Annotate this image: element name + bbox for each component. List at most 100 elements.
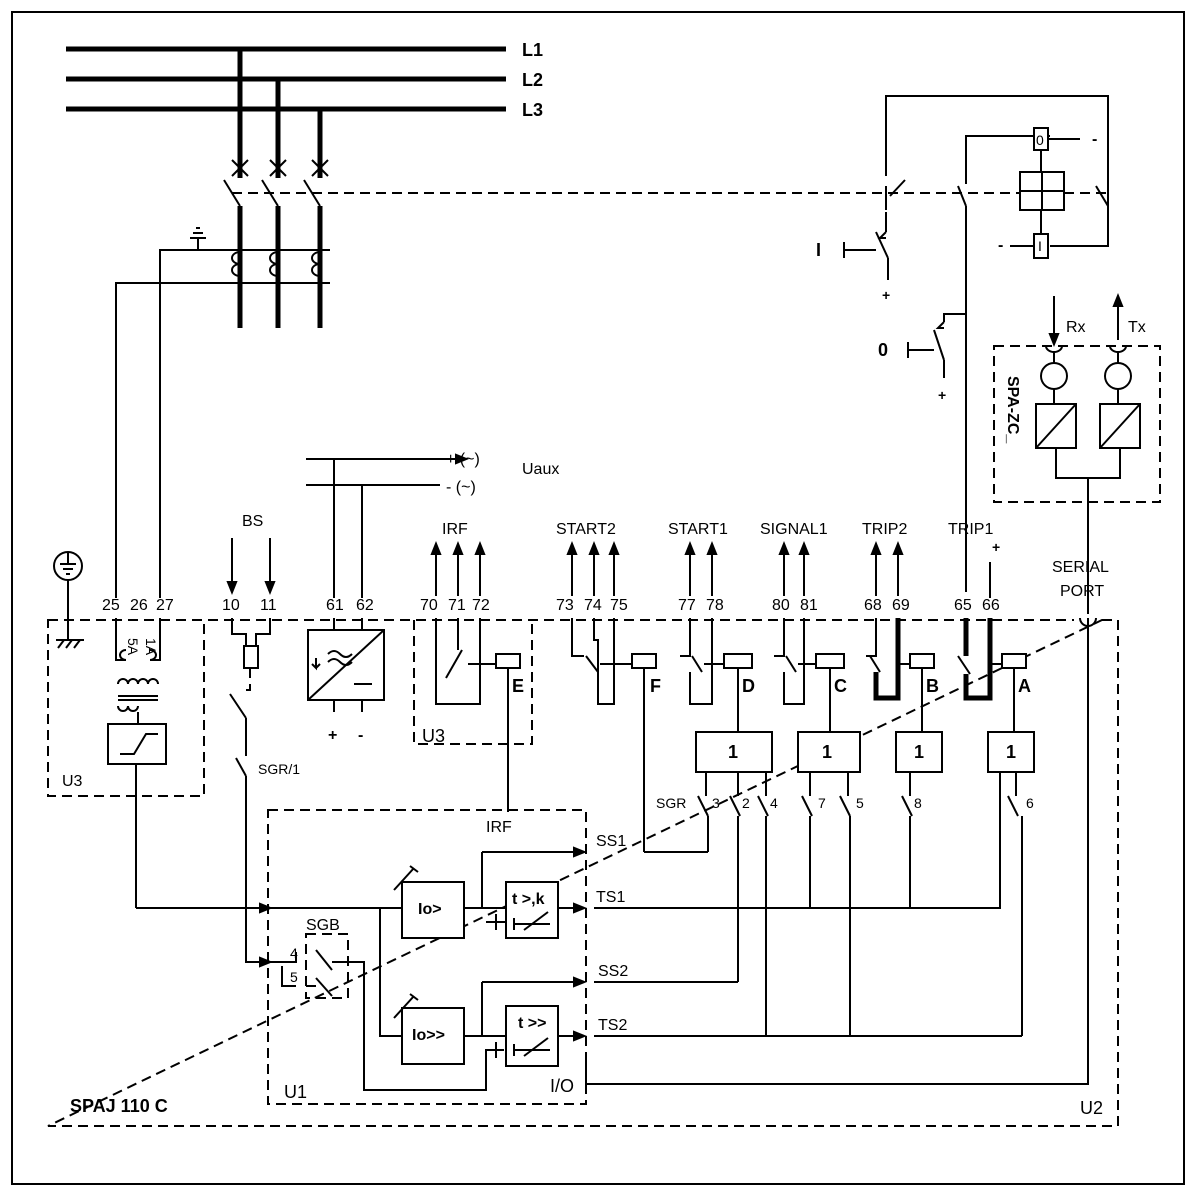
signal-ts2: TS2 — [598, 1017, 627, 1034]
sgr1-label: SGR/1 — [258, 761, 300, 777]
terminal-numbers: 25 26 27 10 11 61 62 70 71 72 73 74 75 7… — [102, 597, 1000, 614]
signal-ts1: TS1 — [596, 889, 625, 906]
terminal-81: 81 — [800, 597, 818, 614]
terminal-72: 72 — [472, 597, 490, 614]
terminal-66: 66 — [982, 597, 1000, 614]
group-trip1: TRIP1 — [948, 521, 993, 538]
irf-inner-label: IRF — [486, 819, 512, 836]
group-irf: IRF — [442, 521, 468, 538]
sgr-switches: SGR 3 2 4 7 5 8 6 — [656, 772, 1034, 1036]
sgb-label: SGB — [306, 917, 340, 934]
terminal-80: 80 — [772, 597, 790, 614]
terminal-65: 65 — [954, 597, 972, 614]
output-group-labels: BS IRF START2 START1 SIGNAL1 TRIP2 TRIP1… — [226, 513, 1000, 598]
aux-minus-label: - (~) — [446, 479, 476, 496]
or-gate-a-label: 1 — [1006, 742, 1016, 762]
u3-input-module: 1A 5A U3 — [47, 551, 205, 908]
relay-letter-c: C — [834, 676, 847, 696]
group-start1: START1 — [668, 521, 728, 538]
group-signal1: SIGNAL1 — [760, 521, 828, 538]
sgr-3: 3 — [712, 795, 720, 811]
terminal-71: 71 — [448, 597, 466, 614]
relay-letter-f: F — [650, 676, 661, 696]
spa-zc-title: SPA-ZC_ — [1004, 376, 1021, 444]
relay-letter-d: D — [742, 676, 755, 696]
io-high-function — [401, 1007, 465, 1065]
u1-processor-module: IRF U1 I/O SGB 4 5 Io> t >,k — [136, 808, 587, 1105]
busbar-label-l1: L1 — [522, 40, 543, 60]
or-gate-c — [797, 731, 861, 773]
irf-module: U3 E — [413, 618, 533, 808]
busbar-label-l2: L2 — [522, 70, 543, 90]
t-high-label: t >> — [518, 1015, 546, 1032]
indicator-zero: 0 — [1036, 132, 1044, 148]
terminal-77: 77 — [678, 597, 696, 614]
indicator-one: I — [1038, 238, 1042, 254]
sgr-5: 5 — [856, 795, 864, 811]
input-filter — [107, 723, 167, 765]
terminal-68: 68 — [864, 597, 882, 614]
spa-zc-module: SPA-ZC_ Rx Tx SERIAL PORT — [993, 293, 1161, 627]
t-low-label: t >,k — [512, 891, 545, 908]
u3-irf-label: U3 — [422, 726, 445, 746]
u2-label: U2 — [1080, 1098, 1103, 1118]
group-start2: START2 — [556, 521, 616, 538]
io-high-label: Io>> — [412, 1027, 445, 1044]
device-boundary — [47, 619, 1119, 1127]
sgr-7: 7 — [818, 795, 826, 811]
u1-label: U1 — [284, 1082, 307, 1102]
terminal-27: 27 — [156, 597, 174, 614]
or-gate-b — [895, 731, 943, 773]
rx-optic-icon — [1040, 362, 1068, 390]
power-minus-label: - — [358, 727, 363, 744]
or-gate-a — [987, 731, 1035, 773]
busbar-label-l3: L3 — [522, 100, 543, 120]
terminal-74: 74 — [584, 597, 602, 614]
sgr-2: 2 — [742, 795, 750, 811]
signal-buses — [586, 618, 1089, 1085]
terminal-70: 70 — [420, 597, 438, 614]
or-gate-d-label: 1 — [728, 742, 738, 762]
or-gate-b-label: 1 — [914, 742, 924, 762]
io-label: I/O — [550, 1076, 574, 1096]
or-gate-c-label: 1 — [822, 742, 832, 762]
trip1-plus-label: + — [992, 539, 1000, 555]
outer-frame — [11, 11, 1185, 1185]
io-low-function — [401, 881, 465, 939]
indicator-minus-bottom: - — [998, 237, 1003, 254]
terminal-73: 73 — [556, 597, 574, 614]
sgr-4: 4 — [770, 795, 778, 811]
sgr-6: 6 — [1026, 795, 1034, 811]
aux-supply: + (~) - (~) Uaux — [306, 451, 559, 598]
power-plus-label: + — [328, 727, 337, 744]
output-relays: F D C B A — [571, 618, 1031, 852]
signal-ss2: SS2 — [598, 963, 628, 980]
relay-letter-a: A — [1018, 676, 1031, 696]
serial-port-label-1: SERIAL — [1052, 559, 1109, 576]
signal-labels: SS1 TS1 SS2 TS2 — [596, 833, 628, 1034]
open-command-label: 0 — [878, 340, 888, 360]
ct-rating-1a: 1A — [143, 638, 159, 656]
tx-label: Tx — [1128, 319, 1146, 336]
or-gate-d — [695, 731, 773, 773]
close-plus-label: + — [882, 287, 890, 303]
indicator-minus-top: - — [1092, 131, 1097, 148]
sgb-pin-5: 5 — [290, 969, 298, 985]
group-trip2: TRIP2 — [862, 521, 907, 538]
relay-letter-b: B — [926, 676, 939, 696]
group-bs: BS — [242, 513, 263, 530]
or-gates: 1 1 1 1 — [695, 731, 1035, 773]
sgr-prefix-label: SGR — [656, 795, 686, 811]
close-command-label: I — [816, 240, 821, 260]
terminal-26: 26 — [130, 597, 148, 614]
terminal-78: 78 — [706, 597, 724, 614]
phase-conductors — [115, 49, 330, 598]
terminal-62: 62 — [356, 597, 374, 614]
relay-letter-e: E — [512, 676, 524, 696]
sgr-8: 8 — [914, 795, 922, 811]
terminal-69: 69 — [892, 597, 910, 614]
uaux-label: Uaux — [522, 461, 559, 478]
u3-left-label: U3 — [62, 773, 83, 790]
rx-label: Rx — [1066, 319, 1086, 336]
